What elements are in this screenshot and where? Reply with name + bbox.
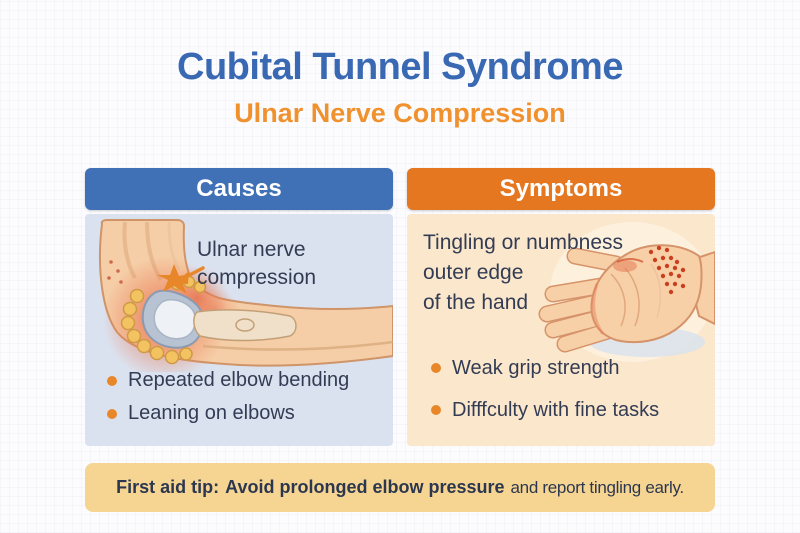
bullet-item: Difffculty with fine tasks xyxy=(431,394,659,426)
bullet-label: Difffculty with fine tasks xyxy=(452,398,660,421)
symptoms-panel: Symptoms xyxy=(407,168,715,446)
symptom-description-line: of the hand xyxy=(423,291,529,314)
bullet-dot-icon xyxy=(107,408,117,419)
bullet-dot-icon xyxy=(107,375,117,386)
elbow-ulnar-nerve-illustration xyxy=(98,219,393,372)
elbow-joint-capsule xyxy=(141,289,204,349)
callout-line: Ulnar nerve xyxy=(197,238,306,261)
tip-rest: and report tingling early. xyxy=(510,477,685,497)
tingling-dots xyxy=(648,245,686,295)
bullet-item: Repeated elbow bending xyxy=(107,364,349,397)
symptoms-panel-header: Symptoms xyxy=(407,168,715,210)
causes-bullet-list: Repeated elbow bending Leaning on elbows xyxy=(107,364,349,430)
bullet-item: Leaning on elbows xyxy=(107,397,349,430)
symptoms-bullet-list: Weak grip strength Difffculty with fine … xyxy=(431,352,659,426)
bullet-label: Weak grip strength xyxy=(452,356,620,379)
symptom-description: Tingling or numbness outer edge of the h… xyxy=(423,228,623,318)
causes-panel: Causes xyxy=(85,168,393,446)
hand-palm-illustration xyxy=(538,222,715,362)
causes-header-label: Causes xyxy=(196,175,282,202)
ulnar-nerve-callout: Ulnar nerve compression xyxy=(197,236,316,292)
swelling-nodules xyxy=(120,275,207,365)
tip-label: First aid tip: xyxy=(116,477,220,497)
page-subtitle: Ulnar Nerve Compression xyxy=(234,98,566,128)
symptoms-panel-body: Tingling or numbness outer edge of the h… xyxy=(407,214,715,446)
bullet-label: Repeated elbow bending xyxy=(128,369,350,391)
compression-starburst-icon xyxy=(157,264,191,294)
compression-arrow-icon xyxy=(175,266,205,284)
bullet-item: Weak grip strength xyxy=(431,352,659,384)
bullet-label: Leaning on elbows xyxy=(128,402,295,424)
callout-line: compression xyxy=(197,266,317,289)
page-title: Cubital Tunnel Syndrome xyxy=(177,46,623,88)
symptom-description-line: outer edge xyxy=(423,261,524,284)
symptoms-header-label: Symptoms xyxy=(499,175,623,202)
causes-panel-body: Ulnar nerve compression Repeated elbow b… xyxy=(85,214,393,446)
bullet-dot-icon xyxy=(431,363,441,373)
symptom-description-line: Tingling or numbness xyxy=(423,231,623,254)
causes-panel-header: Causes xyxy=(85,168,393,210)
bullet-dot-icon xyxy=(431,405,441,415)
first-aid-tip-bar: First aid tip: Avoid prolonged elbow pre… xyxy=(85,463,715,512)
hand-skin xyxy=(538,244,715,353)
tip-highlight: Avoid prolonged elbow pressure xyxy=(225,477,505,497)
ulna-bone xyxy=(193,309,393,351)
